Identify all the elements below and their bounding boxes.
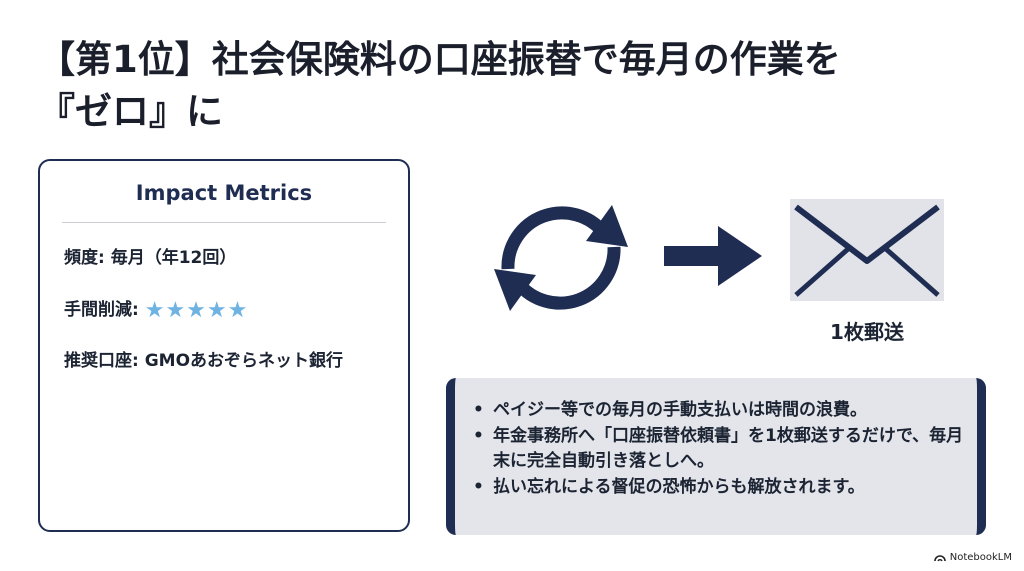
title-line-2: 『ゼロ』に [38,90,223,133]
title-line-1: 【第1位】社会保険料の口座振替で毎月の作業を [38,38,841,81]
metric-effort-label: 手間削減: [64,300,139,320]
notes-box: ペイジー等での毎月の手動支払いは時間の浪費。 年金事務所へ「口座振替依頼書」を1… [446,378,986,535]
logo-text: NotebookLM [949,552,1012,563]
refresh-cycle-icon [494,205,628,311]
notebooklm-icon [933,555,946,562]
impact-metrics-card: Impact Metrics 頻度: 毎月（年12回） 手間削減: ★★★★★ … [38,159,410,532]
note-item: 払い忘れによる督促の恐怖からも解放されます。 [473,475,967,500]
note-item: ペイジー等での毎月の手動支払いは時間の浪費。 [473,398,967,423]
note-item: 年金事務所へ「口座振替依頼書」を1枚郵送するだけで、毎月末に完全自動引き落としへ… [473,424,967,474]
metric-bank: 推奨口座: GMOあおぞらネット銀行 [64,351,344,371]
metrics-heading: Impact Metrics [135,181,313,205]
metric-frequency: 頻度: 毎月（年12回） [64,248,237,268]
metric-effort: 手間削減: ★★★★★ [64,297,392,324]
envelope-icon [790,199,944,301]
right-arrow-icon [664,226,762,286]
star-rating: ★★★★★ [144,298,249,323]
mail-caption: 1枚郵送 [830,320,904,344]
notes-list: ペイジー等での毎月の手動支払いは時間の浪費。 年金事務所へ「口座振替依頼書」を1… [473,398,967,501]
page-title: 【第1位】社会保険料の口座振替で毎月の作業を 『ゼロ』に [38,34,998,138]
metrics-divider [62,222,386,223]
notebooklm-logo: NotebookLM [933,552,1012,563]
